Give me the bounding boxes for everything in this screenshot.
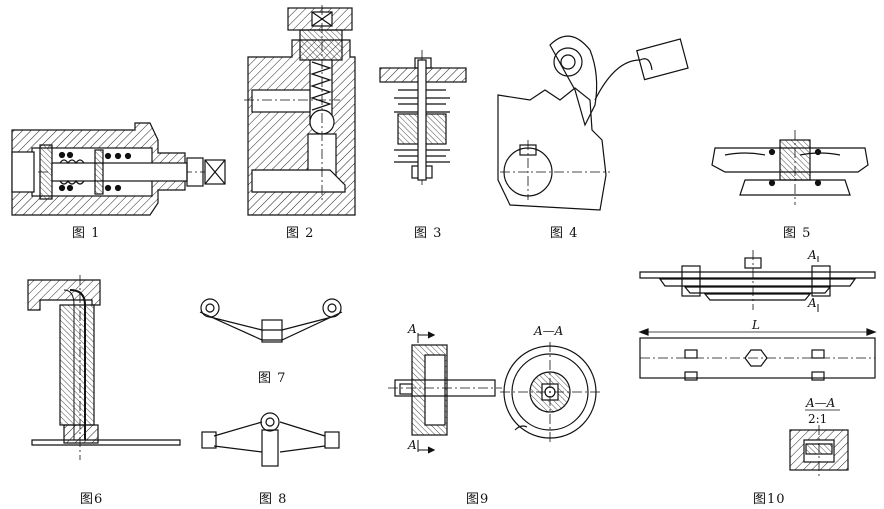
- fig9-view-title: A—A: [534, 324, 564, 338]
- figure-10-spring-assembly: [638, 250, 877, 478]
- figure-3-bellows: [379, 50, 467, 185]
- fig10-section-label-bottom: A: [808, 296, 817, 310]
- figure-2-check-valve: [244, 5, 356, 216]
- caption-fig1: 图 1: [72, 226, 101, 241]
- figure-5-disc-assembly: [711, 130, 869, 205]
- fig10-view-title: A—A: [806, 396, 836, 410]
- figure-1-valve-section: [11, 122, 226, 216]
- figure-4-cam-lever: [497, 35, 689, 211]
- figure-9-wheel: [388, 331, 600, 454]
- caption-fig2: 图 2: [286, 226, 315, 241]
- caption-fig6: 图6: [80, 492, 104, 507]
- caption-fig7: 图 7: [258, 371, 287, 386]
- fig10-scale-label: 2:1: [808, 412, 828, 426]
- caption-fig3: 图 3: [414, 226, 443, 241]
- fig10-length-label: L: [752, 318, 760, 332]
- figure-6-tube-assembly: [27, 275, 181, 460]
- fig9-section-label-bottom: A: [408, 438, 417, 452]
- fig9-section-label-top: A: [408, 322, 417, 336]
- fig10-section-label-top: A: [808, 248, 817, 262]
- caption-fig5: 图 5: [783, 226, 812, 241]
- caption-fig4: 图 4: [550, 226, 579, 241]
- figure-8-link: [201, 412, 340, 467]
- caption-fig8: 图 8: [259, 492, 288, 507]
- caption-fig10: 图10: [753, 492, 786, 507]
- figure-7-link: [199, 298, 343, 343]
- caption-fig9: 图9: [466, 492, 490, 507]
